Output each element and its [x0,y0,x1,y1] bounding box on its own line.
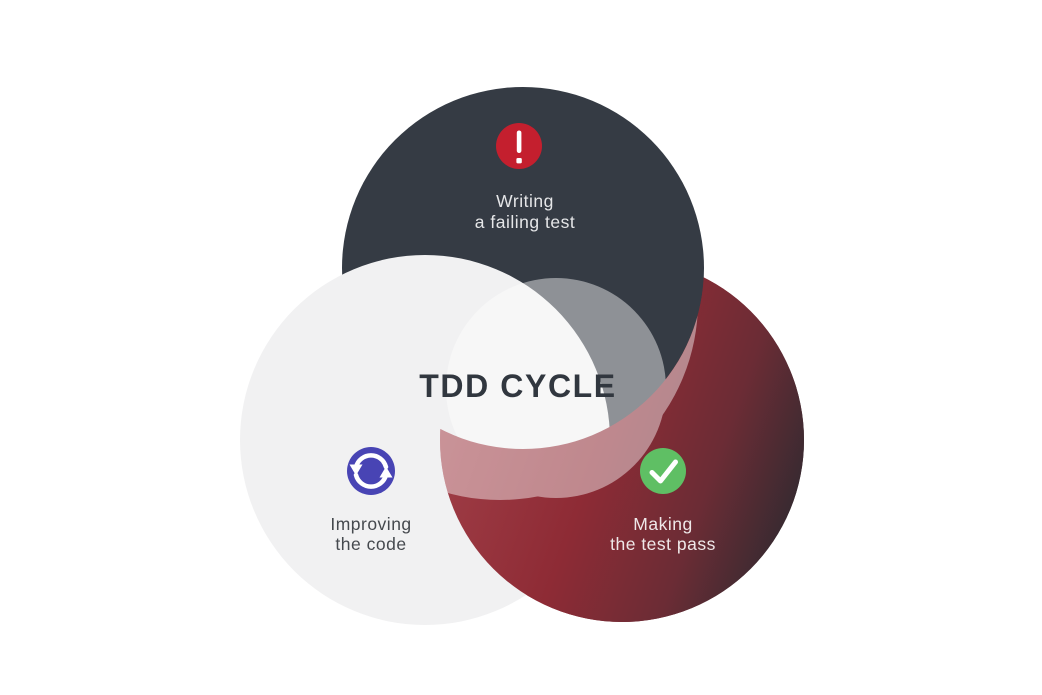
circle-making-weave-overlap [440,258,804,622]
making-label-line1: Making [633,514,692,534]
center-overlap-highlight [302,104,698,500]
exclamation-icon [496,123,542,169]
refresh-icon [347,447,395,495]
label-making-the-test-pass: Making the test pass [610,514,716,554]
writing-label-line1: Writing [496,191,554,211]
improving-label-line1: Improving [330,514,411,534]
label-writing-a-failing-test: Writing a failing test [475,191,575,232]
making-label-line2: the test pass [610,534,716,554]
check-icon [640,448,686,494]
label-improving-the-code: Improving the code [330,514,411,554]
writing-label-line2: a failing test [475,212,575,232]
diagram-title: TDD CYCLE [419,368,617,404]
improving-label-line2: the code [335,534,406,554]
